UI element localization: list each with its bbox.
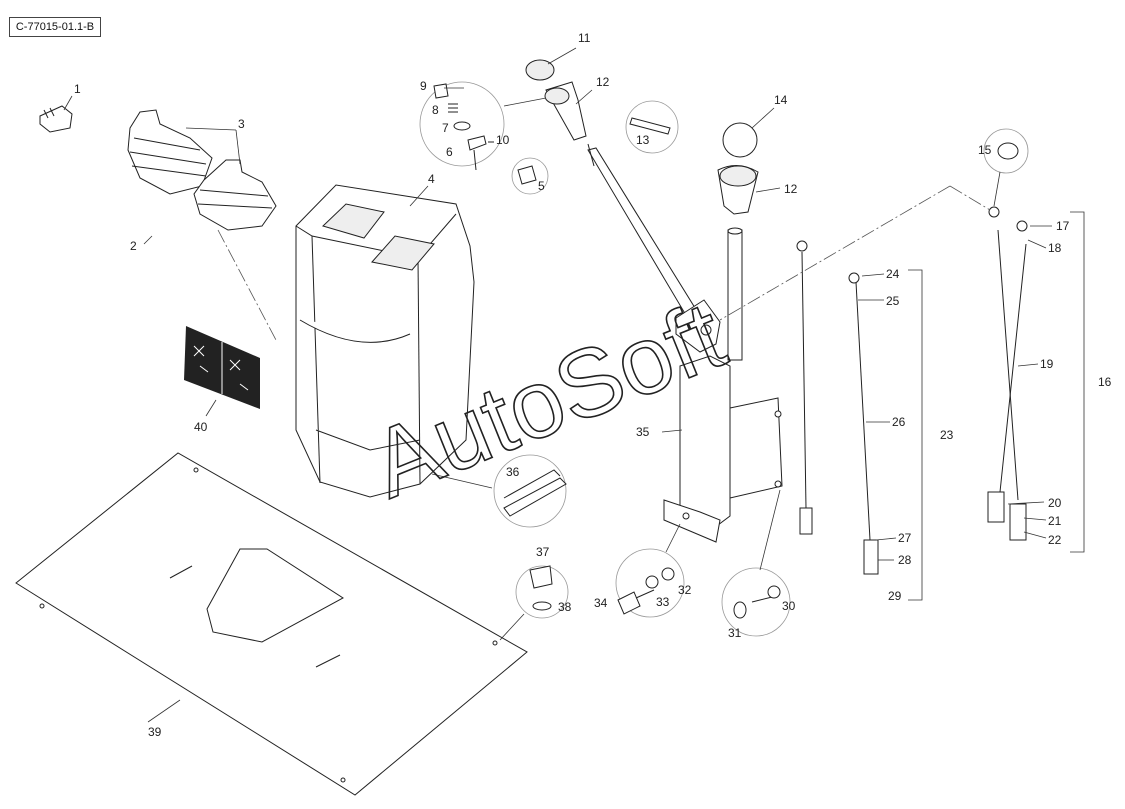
callout-32: 32 [678, 583, 692, 597]
callout-29: 29 [888, 589, 902, 603]
callout-labels: 1 2 3 4 5 6 7 8 9 10 11 12 12 13 14 15 1… [74, 31, 1112, 739]
callout-37: 37 [536, 545, 550, 559]
callout-1: 1 [74, 82, 81, 96]
callout-2: 2 [130, 239, 137, 253]
knob-subassembly [419, 81, 505, 171]
small-clip [39, 105, 73, 133]
drawing-reference-code: C-77015-01.1-B [9, 17, 101, 37]
callout-33: 33 [656, 595, 670, 609]
console-housing [295, 184, 475, 498]
callout-40: 40 [194, 420, 208, 434]
callout-11: 11 [578, 31, 591, 45]
callout-27: 27 [898, 531, 912, 545]
handle-grip-lower [717, 122, 759, 215]
handle-grip-upper [525, 59, 595, 167]
leader-lines [63, 47, 1052, 723]
fasteners [493, 454, 791, 637]
callout-26: 26 [892, 415, 906, 429]
callout-12a: 12 [596, 75, 610, 89]
callout-22: 22 [1048, 533, 1062, 547]
callout-35: 35 [636, 425, 650, 439]
callout-13: 13 [636, 133, 650, 147]
lever-stand [587, 147, 783, 543]
callout-39: 39 [148, 725, 162, 739]
rubber-boots [127, 109, 277, 231]
callout-28: 28 [898, 553, 912, 567]
control-cables [987, 206, 1028, 541]
callout-3: 3 [238, 117, 245, 131]
callout-24: 24 [886, 267, 900, 281]
centre-line-cable-2 [949, 185, 991, 211]
callout-15: 15 [978, 143, 992, 157]
callout-6: 6 [446, 145, 453, 159]
callout-14: 14 [774, 93, 788, 107]
centre-line-cable [719, 185, 951, 321]
callout-8: 8 [432, 103, 439, 117]
callout-9: 9 [420, 79, 427, 93]
control-decal [184, 326, 260, 409]
bracket-group-16 [1070, 211, 1085, 553]
small-bolt [511, 157, 549, 195]
callout-7: 7 [442, 121, 449, 135]
callout-38: 38 [558, 600, 572, 614]
callout-31: 31 [728, 626, 742, 640]
centre-line-boot [217, 229, 277, 341]
bracket-group-23 [908, 269, 923, 601]
control-rods [796, 240, 879, 575]
callout-21: 21 [1048, 514, 1062, 528]
base-plate [15, 452, 528, 796]
callout-10: 10 [496, 133, 510, 147]
callout-34: 34 [594, 596, 608, 610]
callout-5: 5 [538, 179, 545, 193]
callout-25: 25 [886, 294, 900, 308]
callout-18: 18 [1048, 241, 1062, 255]
callout-23: 23 [940, 428, 954, 442]
callout-4: 4 [428, 172, 435, 186]
callout-30: 30 [782, 599, 796, 613]
callout-17: 17 [1056, 219, 1070, 233]
callout-19: 19 [1040, 357, 1054, 371]
bushing [983, 128, 1029, 174]
roll-pin [625, 100, 679, 154]
callout-20: 20 [1048, 496, 1062, 510]
callout-36: 36 [506, 465, 520, 479]
callout-12b: 12 [784, 182, 798, 196]
callout-16: 16 [1098, 375, 1112, 389]
